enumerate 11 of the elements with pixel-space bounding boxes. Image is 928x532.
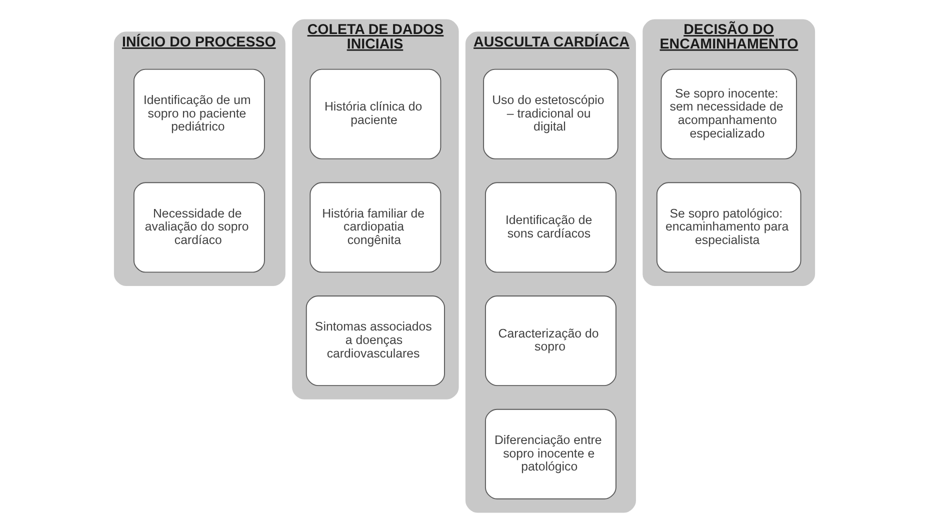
- node-box: Se sopro patológico: encaminhamento para especialista: [656, 182, 801, 273]
- node-box: Diferenciação entre sopro inocente e patológico: [484, 408, 616, 500]
- node-box: Uso do estetoscópio – tradicional ou digital: [482, 68, 618, 160]
- node-box: História clínica do paciente: [309, 68, 441, 160]
- node-box: Necessidade de avaliação do sopro cardíaco: [132, 182, 264, 273]
- node-box: História familiar de cardiopatia congênita: [309, 182, 441, 273]
- node-box: Caracterização do sopro: [484, 296, 616, 386]
- node-box: Identificação de um sopro no paciente pediátrico: [132, 68, 264, 160]
- node-box: Sintomas associados a doenças cardiovasculares: [305, 296, 444, 386]
- node-box: Se sopro inocente: sem necessidade de acompanhamento especializado: [660, 68, 796, 160]
- node-box: Identificação de sons cardíacos: [484, 182, 616, 273]
